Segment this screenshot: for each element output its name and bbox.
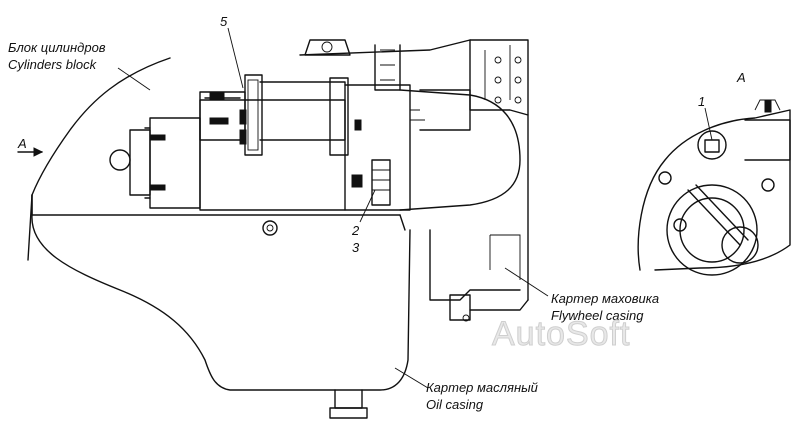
callout-2: 2	[351, 223, 360, 238]
engine-block-outline	[27, 39, 529, 419]
callout-1: 1	[698, 94, 705, 109]
view-title: A	[736, 70, 746, 85]
flywheel-casing-ru: Картер маховика	[551, 291, 659, 306]
view-arrow-label: A	[17, 136, 27, 151]
watermark: AutoSoft	[492, 315, 630, 353]
oil-casing-ru: Картер масляный	[426, 380, 538, 395]
view-a-detail	[637, 99, 791, 276]
callout-5: 5	[220, 14, 228, 29]
view-arrow	[17, 147, 44, 157]
cylinders-block-en: Cylinders block	[8, 57, 98, 72]
callout-3: 3	[352, 240, 360, 255]
starter-motor	[129, 74, 521, 211]
leader-lines	[117, 27, 713, 389]
cylinders-block-ru: Блок цилиндров	[8, 40, 106, 55]
flywheel-casing-en: Flywheel casing	[551, 308, 644, 323]
oil-casing-en: Oil casing	[426, 397, 484, 412]
